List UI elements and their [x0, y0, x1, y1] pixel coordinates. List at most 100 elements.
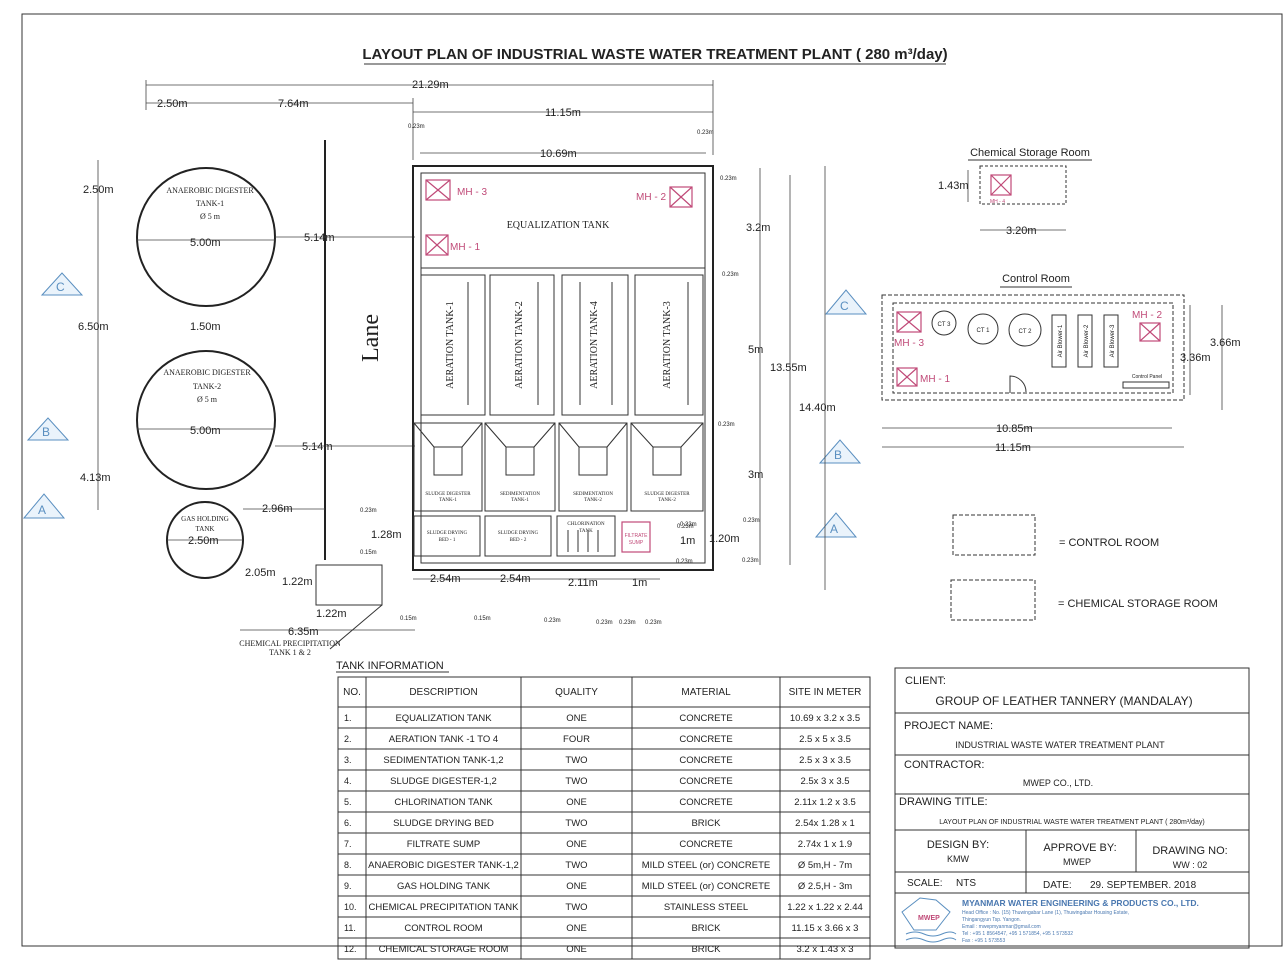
svg-text:TANK-2: TANK-2 [658, 498, 676, 503]
table-cell: 1.22 x 1.22 x 2.44 [787, 902, 863, 913]
svg-text:BED - 2: BED - 2 [510, 538, 527, 543]
svg-text:CHEMICAL PRECIPITATION: CHEMICAL PRECIPITATION [239, 639, 341, 648]
svg-text:A: A [38, 503, 46, 517]
dim-gh-distance: 2.96m [262, 503, 293, 515]
svg-text:0.23m: 0.23m [720, 176, 737, 182]
table-cell: CHEMICAL PRECIPITATION TANK [369, 902, 520, 913]
table-header-cell: DESCRIPTION [409, 687, 477, 698]
svg-text:2.54m: 2.54m [430, 573, 461, 585]
title-block: CLIENT: GROUP OF LEATHER TANNERY (MANDAL… [894, 667, 1250, 949]
table-cell: CONCRETE [679, 734, 732, 745]
table-cell: TWO [565, 776, 587, 787]
svg-text:MH - 1: MH - 1 [450, 242, 480, 253]
svg-text:SLUDGE DIGESTER: SLUDGE DIGESTER [425, 492, 471, 497]
table-cell: FILTRATE SUMP [407, 839, 481, 850]
aeration-tank-2 [489, 274, 555, 416]
svg-text:CT 3: CT 3 [938, 322, 952, 328]
section-a-left [22, 493, 66, 519]
svg-text:0.15m: 0.15m [400, 616, 417, 622]
svg-text:0.15m: 0.15m [474, 616, 491, 622]
svg-text:5m: 5m [748, 344, 763, 356]
company-logo: MWEP [901, 897, 957, 943]
legend-chemical-storage-room: = CHEMICAL STORAGE ROOM [1058, 598, 1218, 610]
svg-text:TANK: TANK [196, 525, 215, 533]
svg-text:0.23m: 0.23m [596, 620, 613, 626]
legend: = CONTROL ROOM = CHEMICAL STORAGE ROOM [950, 514, 1218, 621]
company-name: MYANMAR WATER ENGINEERING & PRODUCTS CO.… [962, 898, 1199, 908]
filtrate-sump [621, 521, 651, 553]
svg-text:Head Office : No. (15) Thuwing: Head Office : No. (15) Thuwingabar Lane … [962, 910, 1129, 916]
svg-text:CONTRACTOR:: CONTRACTOR: [904, 759, 984, 771]
svg-text:CHLORINATION: CHLORINATION [567, 522, 605, 527]
svg-text:Thingangyun Tsp. Yangon.: Thingangyun Tsp. Yangon. [962, 917, 1021, 923]
svg-text:ANAEROBIC DIGESTER: ANAEROBIC DIGESTER [166, 186, 254, 195]
bottom-dimensions: 2.54m 2.54m 2.11m 1m 0.15m 0.15m 0.23m 0… [400, 176, 737, 626]
table-cell: AERATION TANK -1 TO 4 [389, 734, 498, 745]
table-cell: BRICK [691, 944, 721, 955]
table-cell: 2.5 x 3 x 3.5 [799, 755, 851, 766]
chemical-storage-room: Chemical Storage Room MH - 4 1.43m 3.20m [938, 147, 1092, 237]
table-cell: ONE [566, 797, 587, 808]
svg-text:2.11m: 2.11m [568, 577, 598, 589]
svg-text:0.23m: 0.23m [718, 422, 735, 428]
table-cell: CONTROL ROOM [404, 923, 482, 934]
svg-text:SLUDGE DRYING: SLUDGE DRYING [498, 531, 539, 536]
table-cell: ANAEROBIC DIGESTER TANK-1,2 [368, 860, 519, 871]
svg-text:Tel : +95 1 8564547, +95 1: Tel : +95 1 8564547, +95 1 571854, +95 1… [962, 931, 1073, 937]
anaerobic-digester-1: ANAEROBIC DIGESTER TANK-1 Ø 5 m 5.00m 5.… [136, 167, 415, 307]
sheet-border [21, 13, 1283, 947]
svg-text:TANK-1: TANK-1 [196, 199, 224, 208]
svg-text:MH - 2: MH - 2 [1132, 310, 1162, 321]
svg-text:3.36m: 3.36m [1180, 352, 1211, 364]
dim-wall-1: 0.23m [408, 124, 425, 130]
dim-wall-2: 0.23m [697, 130, 714, 136]
svg-text:SCALE:: SCALE: [907, 878, 943, 889]
table-cell: Ø 2.5,H - 3m [798, 881, 852, 892]
dim-d2: 5.14m [302, 441, 333, 453]
table-cell: 1. [344, 713, 352, 723]
svg-text:3.66m: 3.66m [1210, 337, 1241, 349]
dim-cp-height: 2.05m [245, 567, 276, 579]
svg-text:DESIGN BY:: DESIGN BY: [927, 839, 989, 851]
table-cell: CONCRETE [679, 776, 732, 787]
svg-text:10.85m: 10.85m [996, 423, 1033, 435]
svg-text:0.23m: 0.23m [742, 558, 759, 564]
svg-text:TANK INFORMATION: TANK INFORMATION [336, 660, 444, 672]
svg-text:CLIENT:: CLIENT: [905, 675, 946, 687]
dim-d1: 5.14m [304, 232, 335, 244]
dim-mid-gap: 7.64m [278, 98, 309, 110]
svg-text:3m: 3m [748, 469, 763, 481]
svg-text:CT 2: CT 2 [1019, 329, 1033, 335]
svg-text:MH - 3: MH - 3 [457, 187, 487, 198]
svg-text:0.15m: 0.15m [360, 550, 377, 556]
equalization-tank [420, 172, 706, 269]
dim-ad1-diameter: 5.00m [190, 237, 221, 249]
table-cell: ONE [566, 713, 587, 724]
table-cell: FOUR [563, 734, 590, 745]
table-cell: CHLORINATION TANK [394, 797, 493, 808]
svg-text:MH - 4: MH - 4 [990, 199, 1005, 205]
svg-text:BED - 1: BED - 1 [439, 538, 456, 543]
table-cell: 7. [344, 839, 352, 849]
svg-text:A: A [830, 522, 838, 536]
table-cell: TWO [565, 860, 587, 871]
dim-ad-span: 6.50m [78, 321, 109, 333]
project-name: INDUSTRIAL WASTE WATER TREATMENT PLANT [955, 740, 1165, 750]
table-cell: 2.74x 1 x 1.9 [798, 839, 852, 850]
table-cell: SLUDGE DIGESTER-1,2 [390, 776, 497, 787]
svg-text:3.20m: 3.20m [1006, 225, 1037, 237]
sludge-drying-bed-2 [484, 515, 552, 557]
table-cell: 3.2 x 1.43 x 3 [796, 944, 853, 955]
svg-text:MH - 3: MH - 3 [894, 338, 924, 349]
dim-plant-width: 11.15m [545, 107, 581, 119]
table-cell: ONE [566, 881, 587, 892]
svg-text:1.43m: 1.43m [938, 180, 969, 192]
table-cell: TWO [565, 902, 587, 913]
manhole-1 [425, 234, 449, 256]
svg-text:0.23m: 0.23m [645, 620, 662, 626]
table-header-cell: SITE IN METER [789, 687, 862, 698]
svg-text:TANK 1 & 2: TANK 1 & 2 [269, 648, 311, 657]
contractor-name: MWEP CO., LTD. [1023, 778, 1093, 788]
svg-text:11.15m: 11.15m [995, 442, 1031, 454]
